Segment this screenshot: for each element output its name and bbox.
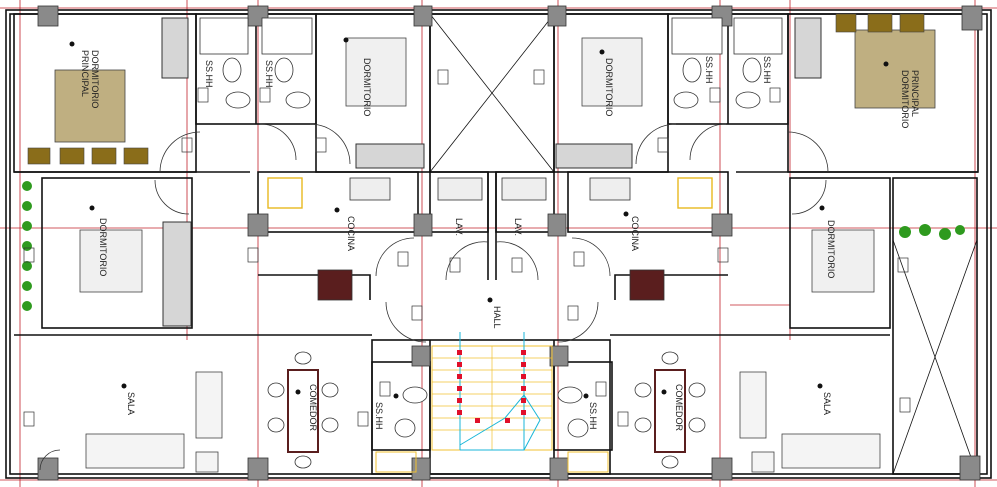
label-dorm-top-left-sub: PRINCIPAL bbox=[80, 50, 90, 97]
master-bed-details bbox=[27, 13, 925, 165]
label-dorm-top-right: DORMITORIO bbox=[900, 70, 910, 128]
dining-sets bbox=[267, 351, 706, 469]
room-labels: DORMITORIO PRINCIPAL SS.HH SS.HH DORMITO… bbox=[80, 50, 920, 432]
sofas bbox=[85, 371, 881, 473]
lightwell-cross bbox=[429, 13, 978, 475]
label-dorm-top-center-left: DORMITORIO bbox=[362, 58, 372, 116]
label-ss-hh-left2: SS.HH bbox=[264, 60, 274, 88]
label-dorm-mid-left: DORMITORIO bbox=[98, 218, 108, 276]
beds bbox=[54, 29, 936, 293]
label-ss-hh-right2: SS.HH bbox=[762, 56, 772, 84]
staircase bbox=[375, 332, 609, 473]
label-ss-hh-left: SS.HH bbox=[204, 60, 214, 88]
label-sala-left: SALA bbox=[126, 392, 136, 415]
label-sala-right: SALA bbox=[822, 392, 832, 415]
label-comedor-right: COMEDOR bbox=[674, 384, 684, 432]
wardrobes bbox=[161, 17, 822, 327]
label-cocina-right: COCINA bbox=[630, 216, 640, 251]
label-hall: HALL bbox=[492, 306, 502, 329]
label-cocina-left: COCINA bbox=[346, 216, 356, 251]
label-dorm-top-left: DORMITORIO bbox=[90, 50, 100, 108]
label-ss-hh-right: SS.HH bbox=[704, 56, 714, 84]
level-markers bbox=[69, 37, 889, 399]
label-dorm-mid-right: DORMITORIO bbox=[826, 220, 836, 278]
door-swings bbox=[39, 123, 829, 471]
label-comedor-left: COMEDOR bbox=[308, 384, 318, 432]
bath-fixtures bbox=[199, 17, 783, 438]
label-lav-right: LAV. bbox=[513, 218, 523, 236]
label-ss-hh-bottom-left: SS.HH bbox=[374, 402, 384, 430]
kitchen-fixtures bbox=[267, 177, 713, 301]
label-dorm-top-right-sub: PRINCIPAL bbox=[910, 70, 920, 117]
walls bbox=[5, 9, 992, 479]
label-lav-left: LAV. bbox=[454, 218, 464, 236]
planters bbox=[22, 181, 965, 311]
columns bbox=[37, 5, 983, 481]
label-ss-hh-bottom-right: SS.HH bbox=[588, 402, 598, 430]
element-tags bbox=[23, 69, 911, 427]
label-dorm-top-center-right: DORMITORIO bbox=[604, 58, 614, 116]
